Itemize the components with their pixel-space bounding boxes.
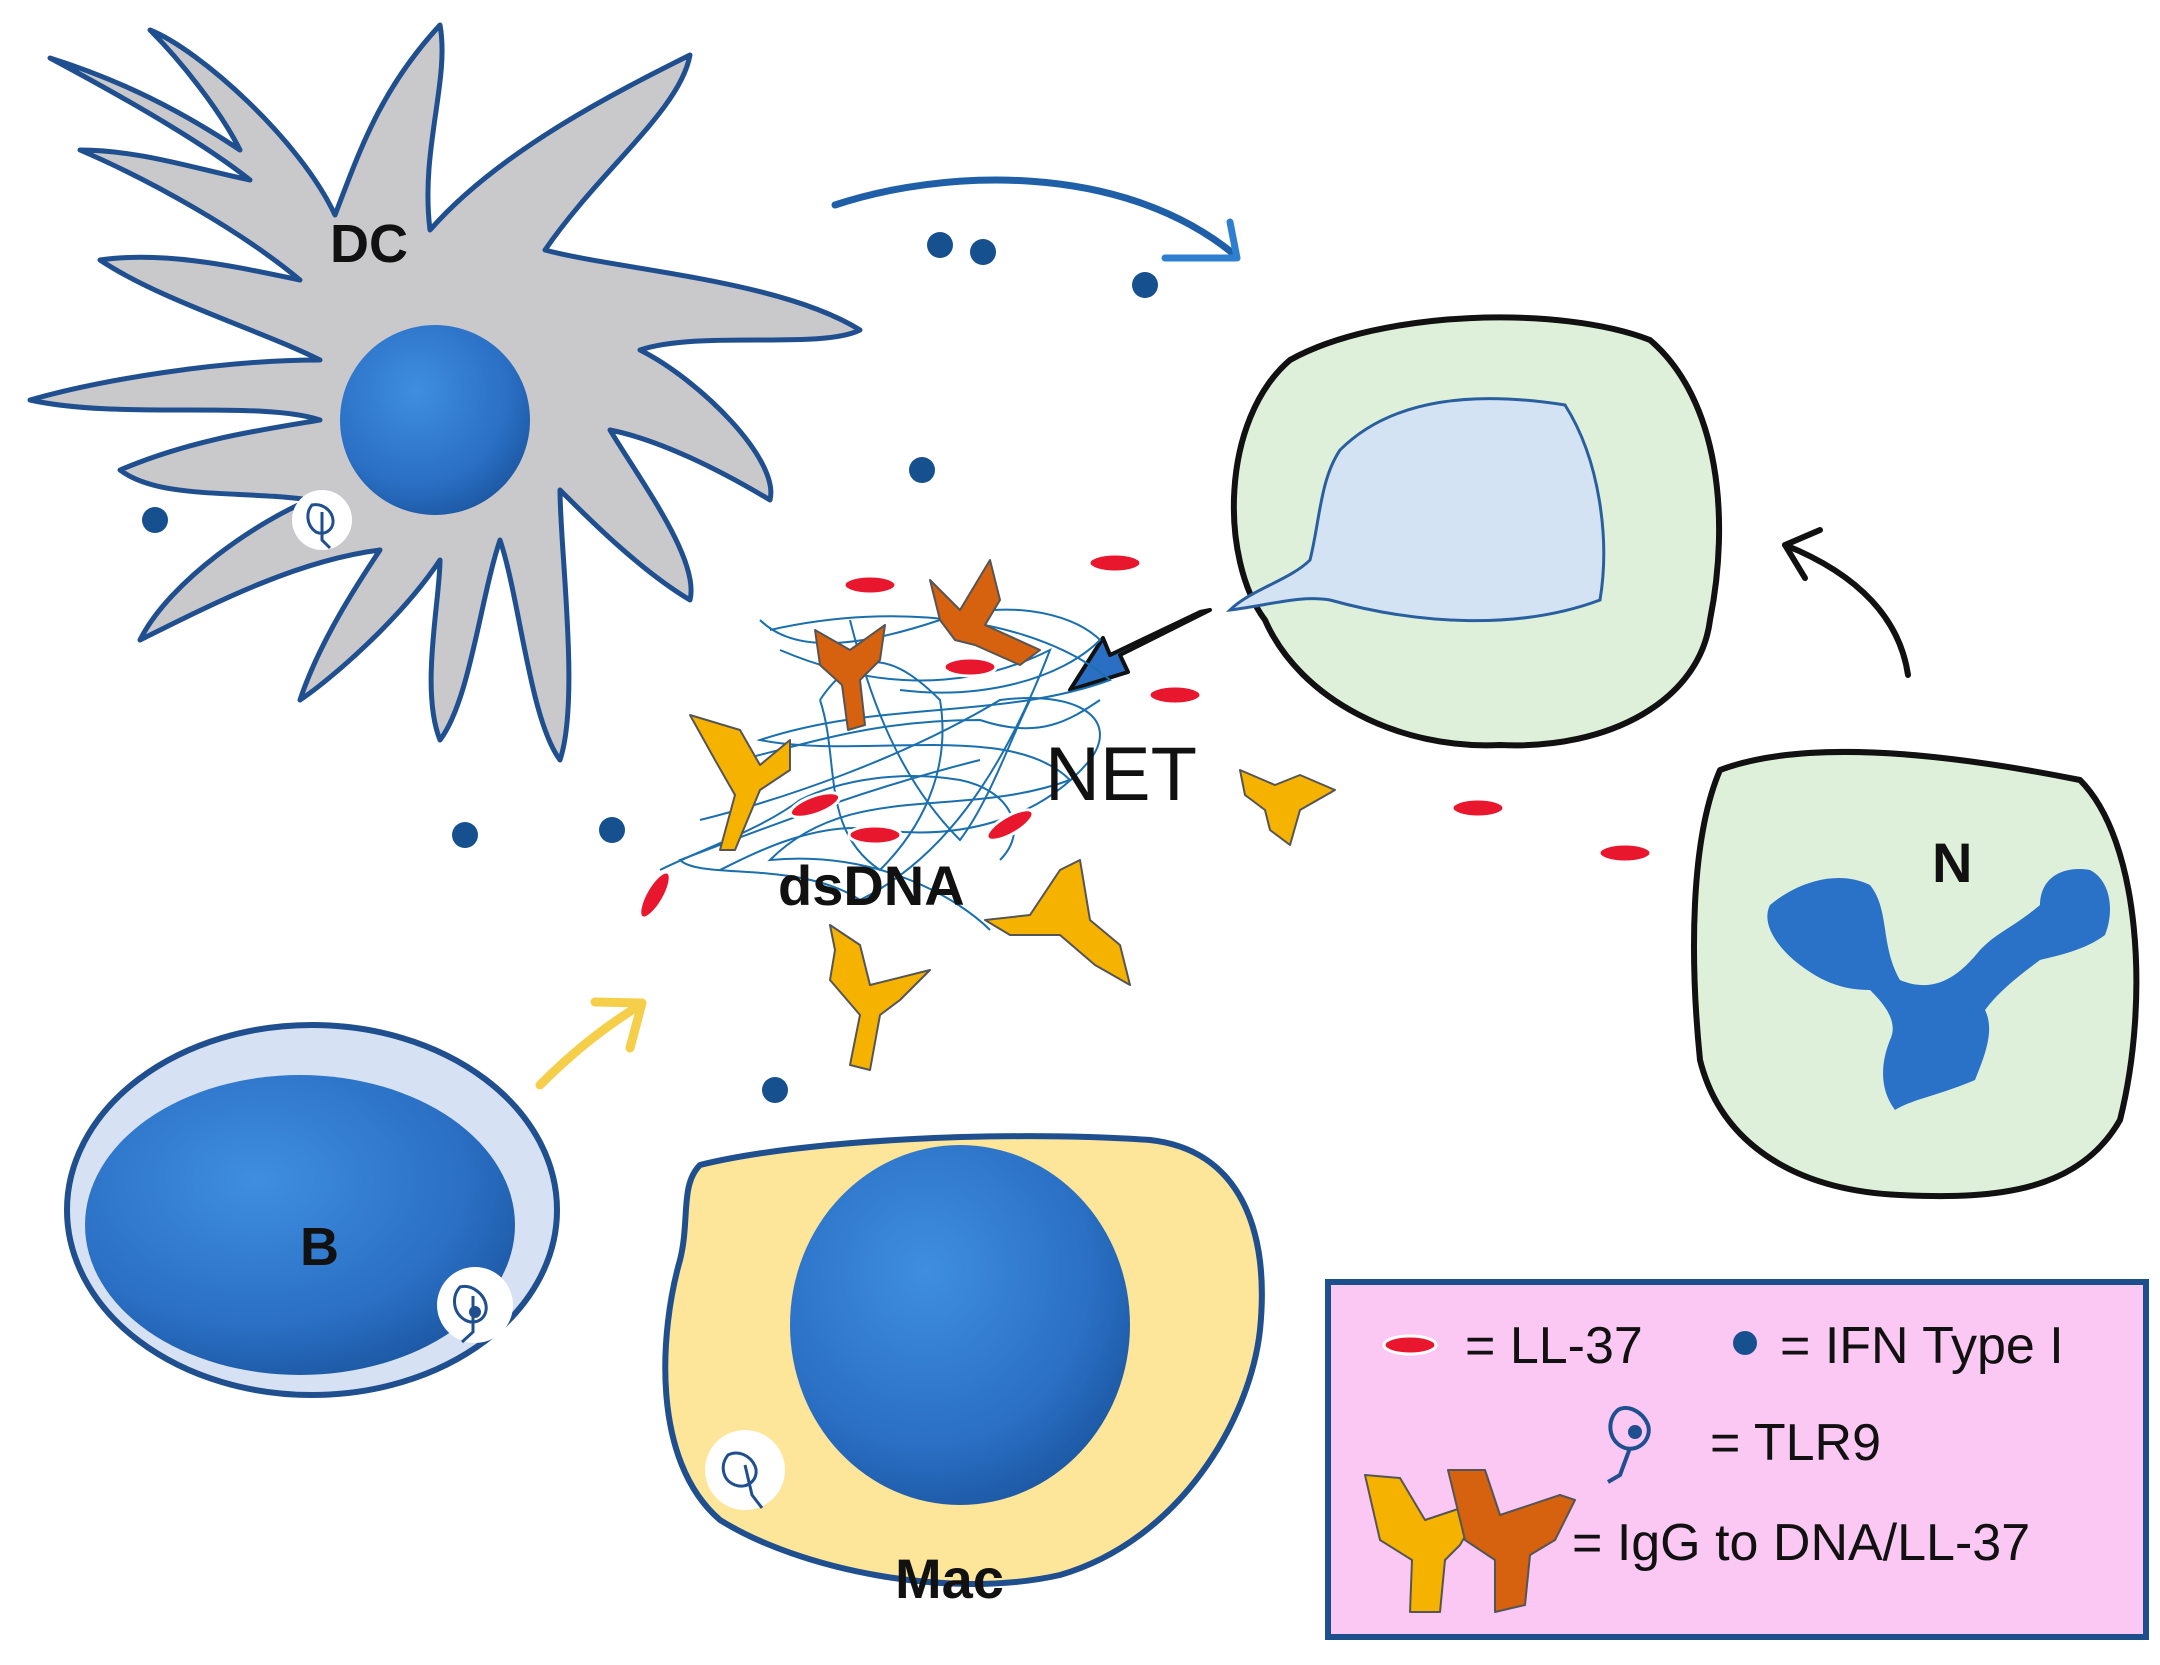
netosis-progression-arrow xyxy=(1782,527,1911,678)
antibody-secretion-arrow xyxy=(535,997,647,1090)
legend-ll37-swatch xyxy=(1382,1334,1438,1356)
igg-antibodies xyxy=(689,559,1336,1071)
dc-label: DC xyxy=(330,214,408,274)
mac-label: Mac xyxy=(895,1547,1004,1610)
tlr9-icon xyxy=(292,490,352,550)
ifn-type-i-dots xyxy=(142,232,1158,1103)
b-label: B xyxy=(300,1217,339,1277)
netosing-neutrophil xyxy=(1225,314,1723,749)
tlr9-icon xyxy=(437,1267,513,1344)
legend-ll37-label: = LL-37 xyxy=(1465,1317,1643,1375)
legend-ifn-swatch xyxy=(1733,1331,1757,1355)
dendritic-cell-nucleus xyxy=(340,325,530,515)
tlr9-icon xyxy=(705,1430,785,1510)
b-cell: B xyxy=(64,1022,560,1398)
dsdna-label: dsDNA xyxy=(778,854,965,917)
netosing-nucleus xyxy=(1225,397,1606,623)
ifn-release-arrow xyxy=(831,176,1241,262)
macrophage-nucleus xyxy=(790,1145,1130,1505)
dendritic-cell: DC xyxy=(27,22,863,763)
legend-tlr9-icon xyxy=(1606,1405,1651,1484)
legend-igg-label: = IgG to DNA/LL-37 xyxy=(1572,1514,2030,1572)
macrophage: Mac xyxy=(662,1133,1265,1610)
legend-ifn-label: = IFN Type I xyxy=(1780,1317,2064,1375)
legend: = LL-37 = IFN Type I = TLR9 = IgG to DNA… xyxy=(1325,1279,2149,1640)
b-cell-nucleus xyxy=(85,1075,515,1375)
legend-igg-swatch xyxy=(1364,1469,1576,1613)
neutrophil-nucleus xyxy=(1767,869,2110,1110)
n-label: N xyxy=(1932,831,1972,894)
net-release-arrow xyxy=(1068,608,1212,692)
net-label: NET xyxy=(1045,732,1197,817)
ll37-peptides xyxy=(638,552,1653,920)
legend-tlr9-label: = TLR9 xyxy=(1710,1414,1881,1472)
neutrophil: N xyxy=(1691,748,2140,1200)
